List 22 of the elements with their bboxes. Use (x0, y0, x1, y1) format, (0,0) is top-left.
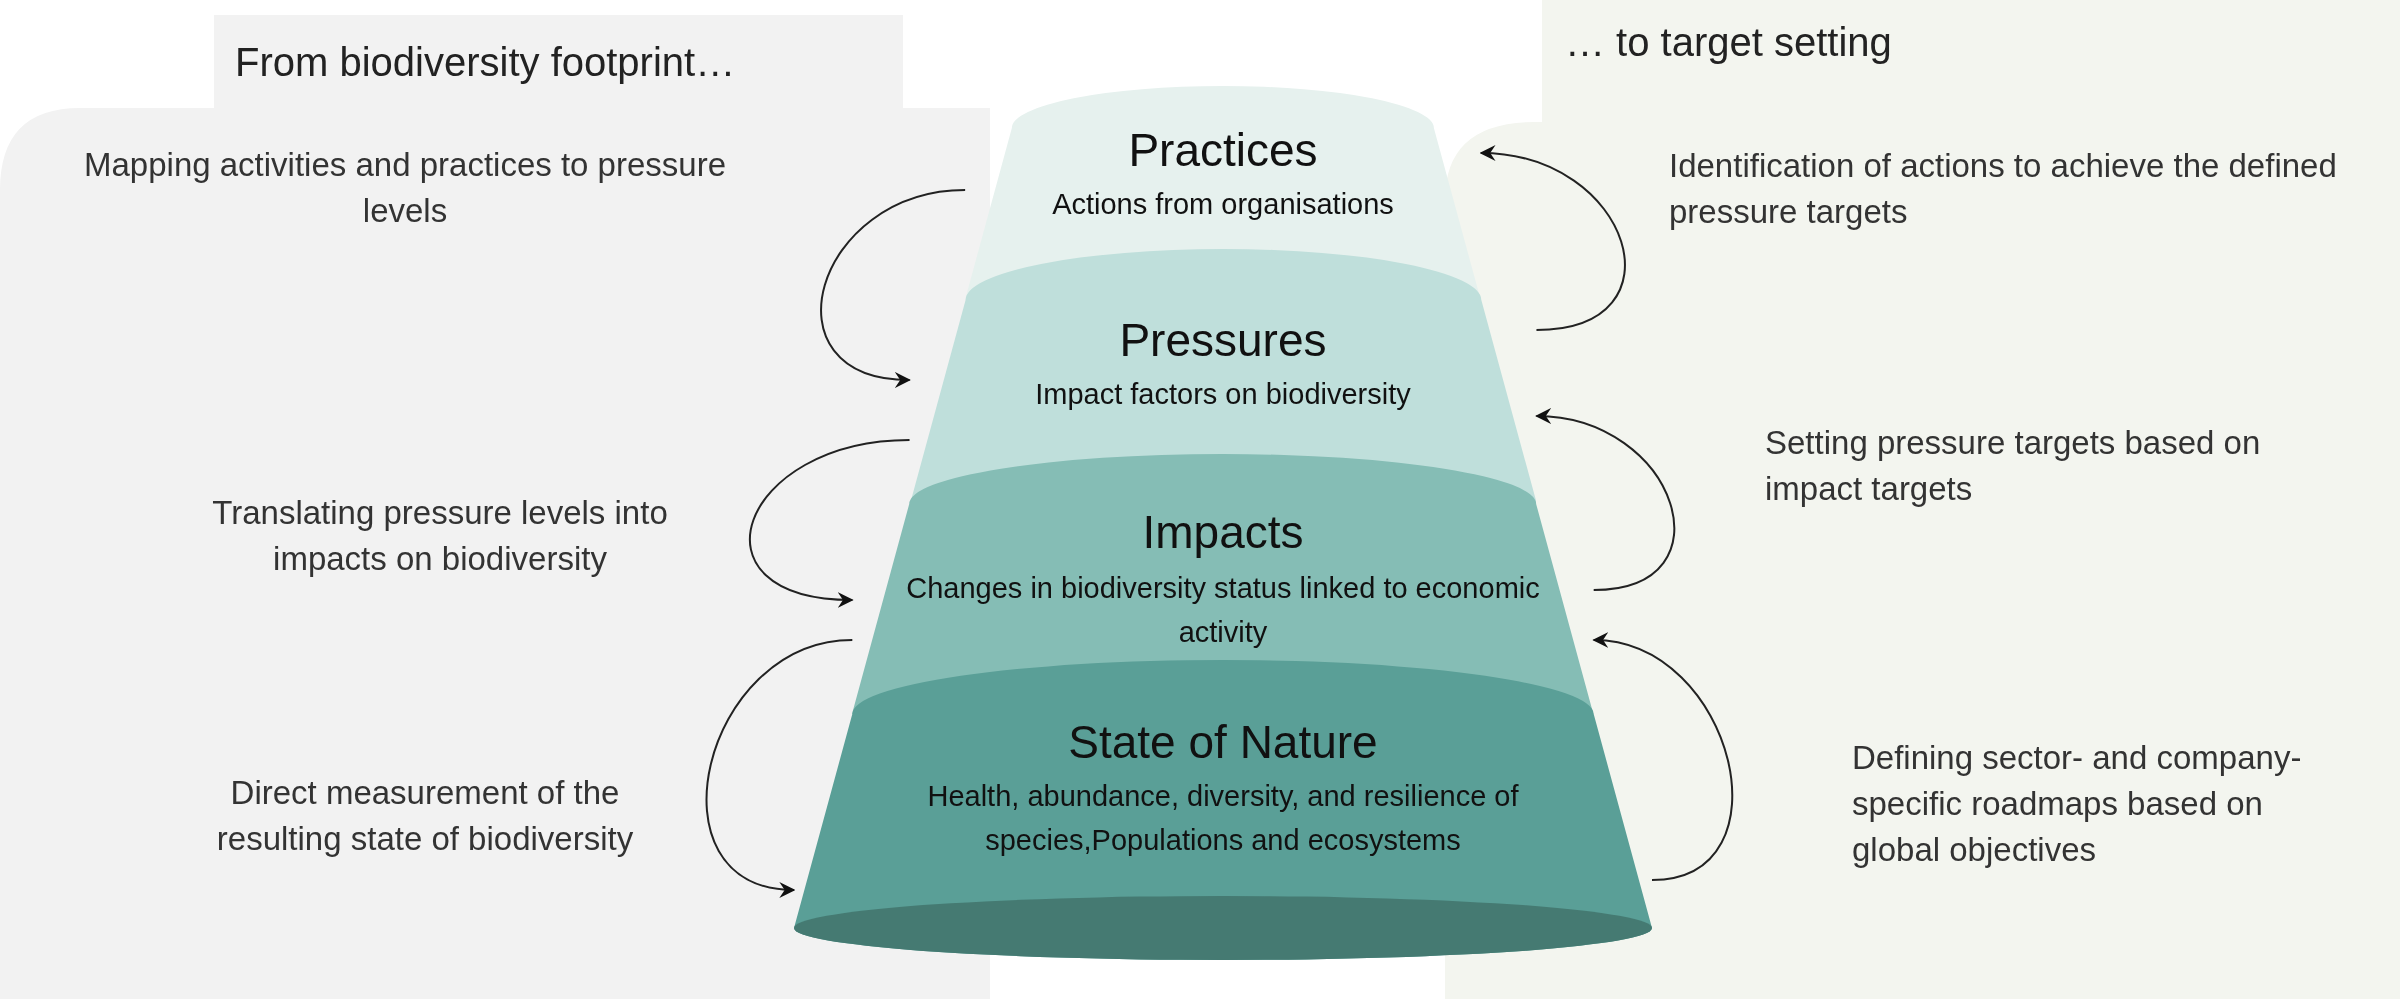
curved-arrow (1535, 409, 1676, 591)
edge-label: Setting pressure targets based on impact targets (1765, 423, 2262, 509)
curved-arrow (1592, 634, 1734, 881)
curved-arrow (1479, 146, 1626, 331)
edge-label: Defining sector- and company-specific roadmaps based on global objectives (1852, 738, 2303, 870)
layer-description: Changes in biodiversity status linked to economic activity (905, 571, 1541, 650)
layer-title: Pressures (1118, 315, 1328, 365)
layer-description: Health, abundance, diversity, and resilience of species,Populations and ecosystems (926, 779, 1520, 858)
edge-label: Mapping activities and practices to pressure levels (83, 145, 727, 231)
curved-arrow (705, 639, 854, 896)
layer-title: Impacts (1141, 507, 1305, 557)
curved-arrow (820, 189, 967, 387)
edge-label: Translating pressure levels into impacts on biodiversity (211, 493, 669, 579)
layer-title: Practices (1127, 125, 1319, 175)
edge-label: Identification of actions to achieve the defined pressure targets (1669, 146, 2338, 232)
panel-heading: … to target setting (1565, 20, 1892, 65)
layer-title: State of Nature (1067, 717, 1379, 767)
layer-description: Impact factors on biodiversity (1034, 377, 1412, 412)
curved-arrow (748, 439, 911, 607)
edge-label: Direct measurement of the resulting state of biodiversity (215, 773, 635, 859)
panel-heading: From biodiversity footprint… (235, 40, 736, 85)
layer-description: Actions from organisations (1051, 187, 1395, 222)
